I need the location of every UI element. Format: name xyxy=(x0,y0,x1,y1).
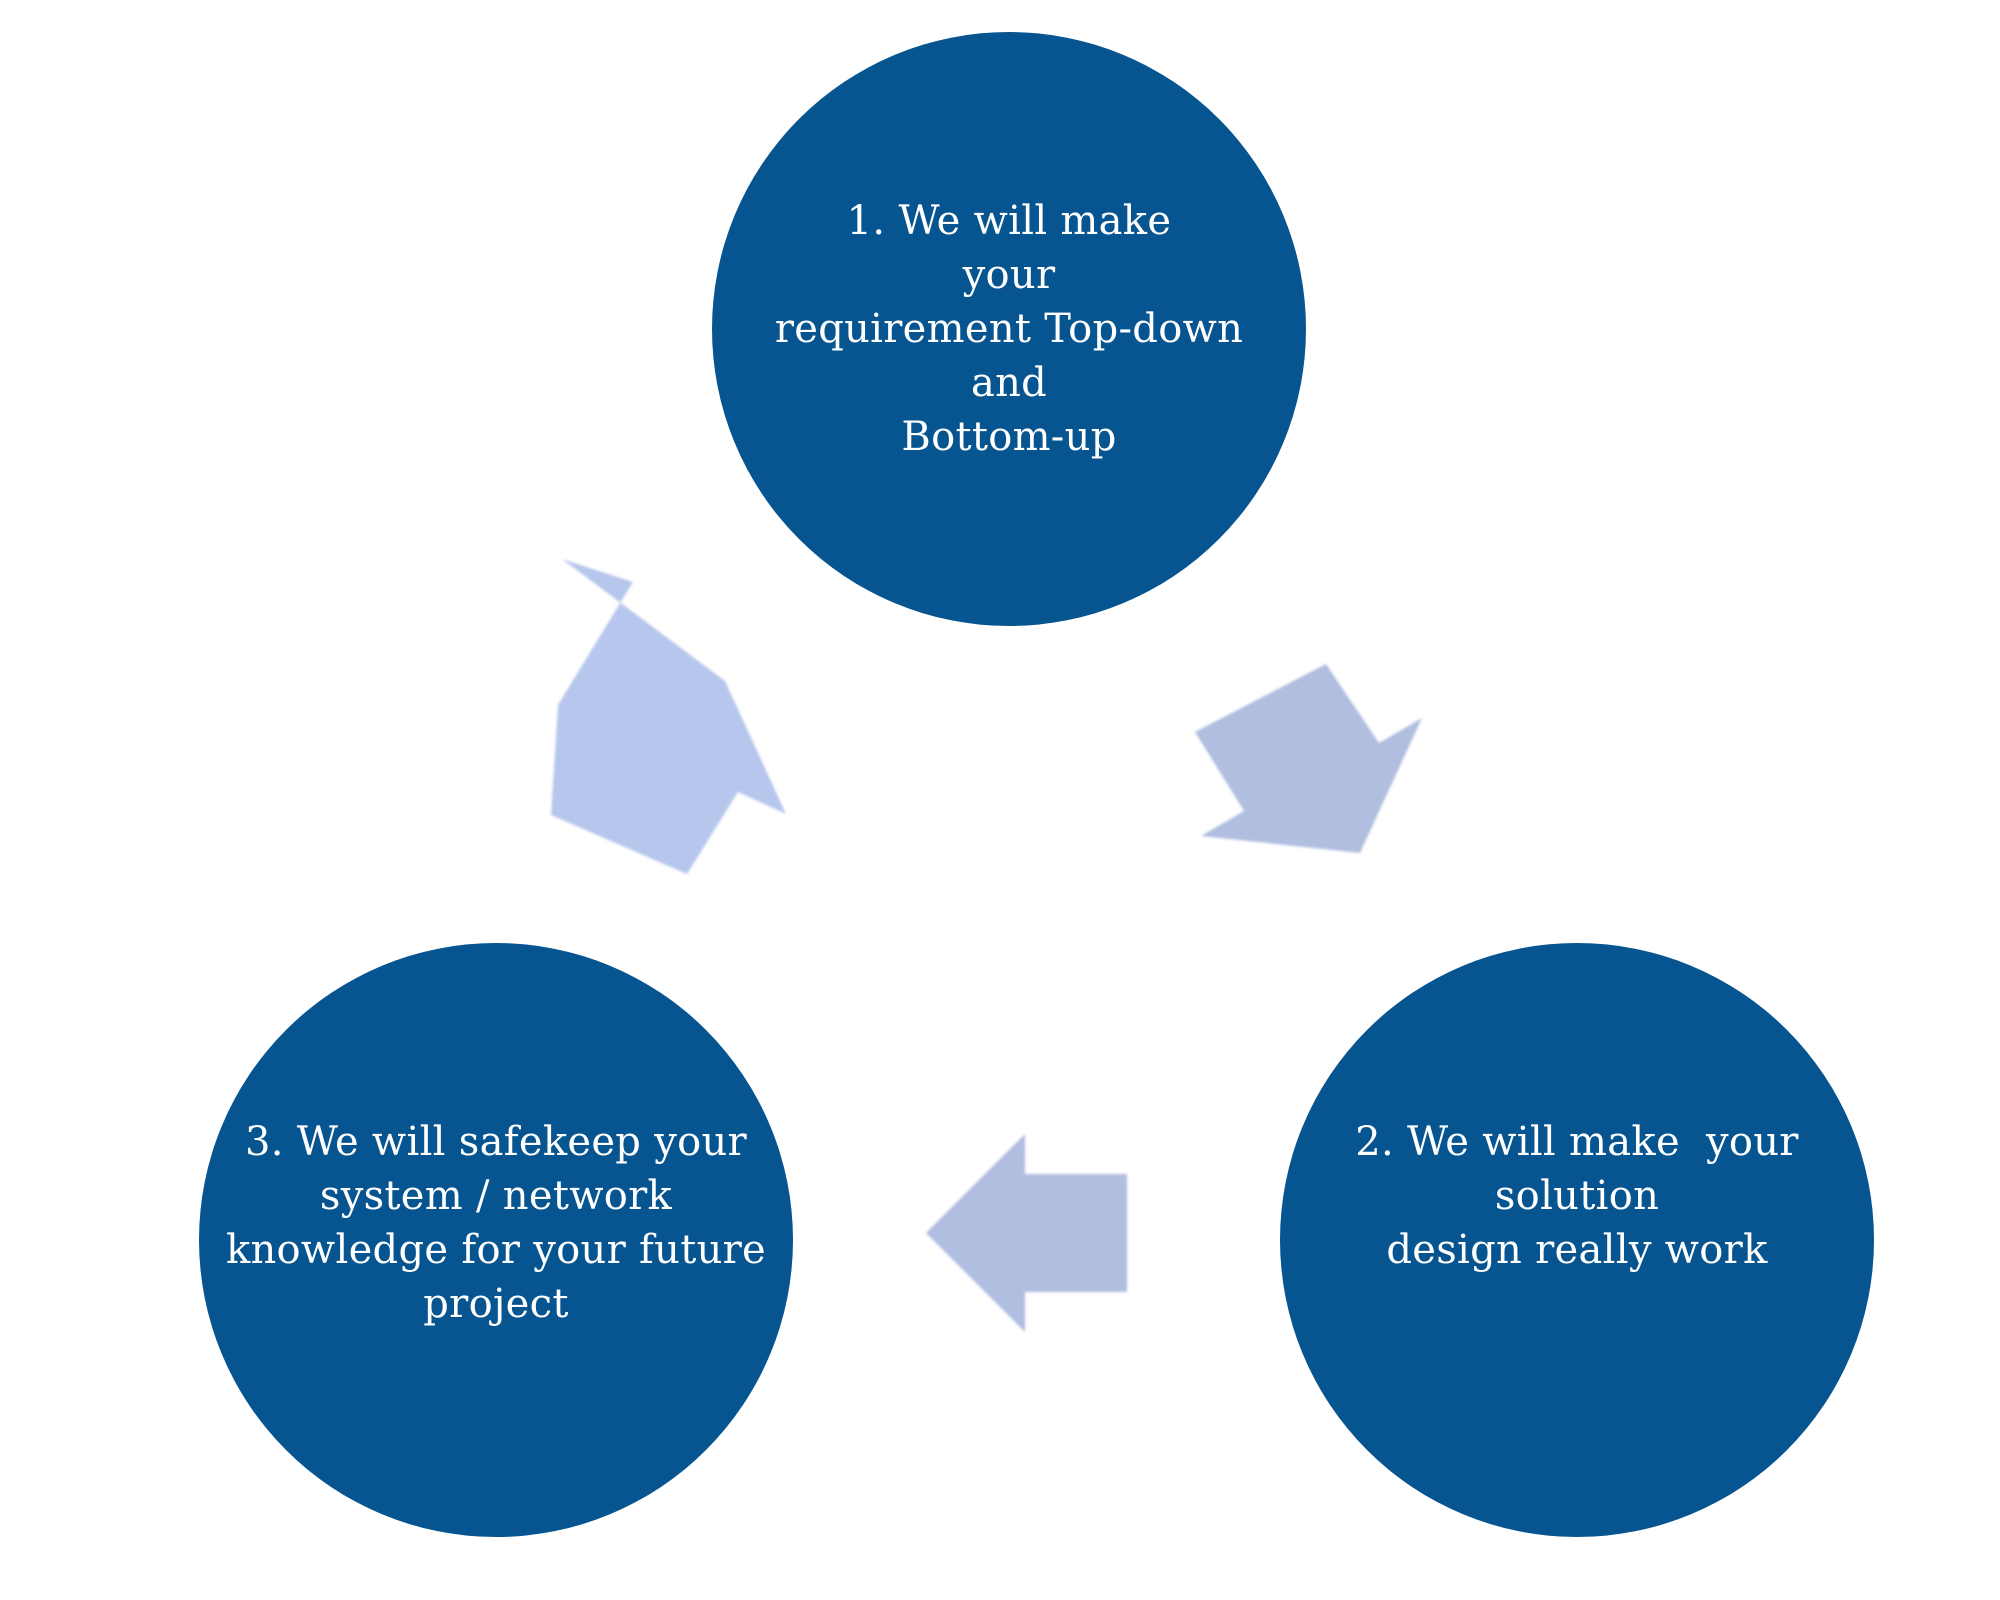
step-3-circle: 3. We will safekeep your system / networ… xyxy=(199,943,793,1537)
step-3-text: 3. We will safekeep your system / networ… xyxy=(225,1119,767,1327)
arrow-step2-to-step3 xyxy=(926,1134,1127,1332)
step-2-text: 2. We will make your solution design rea… xyxy=(1355,1119,1799,1273)
arrow-step3-to-step1 xyxy=(551,559,786,874)
step-1-text: 1. We will make your requirement Top-dow… xyxy=(774,198,1244,460)
arrow-step1-to-step2 xyxy=(1195,664,1422,853)
step-2-circle: 2. We will make your solution design rea… xyxy=(1280,943,1874,1537)
step-1-circle: 1. We will make your requirement Top-dow… xyxy=(712,32,1306,626)
